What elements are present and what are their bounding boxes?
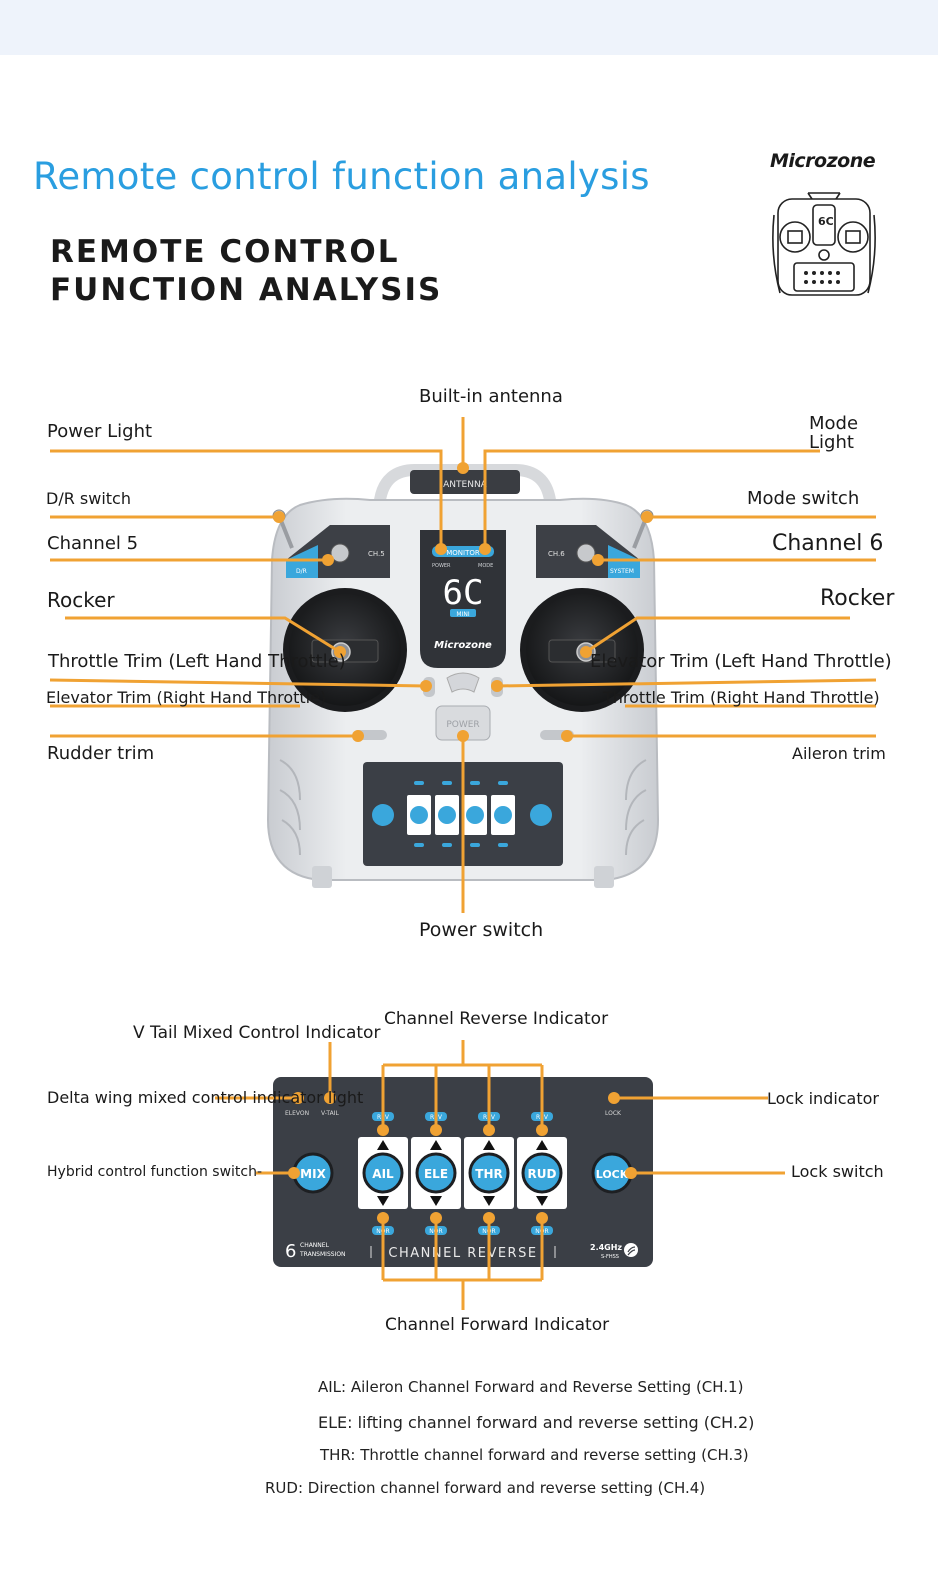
system-label: SYSTEM [610, 568, 634, 575]
fhss-label: S-FHSS [601, 1254, 619, 1260]
display-brand: Microzone [434, 640, 492, 651]
mix-label: MIX [300, 1167, 326, 1181]
transmission-word: TRANSMISSION [299, 1251, 346, 1258]
signal-icon [624, 1243, 638, 1257]
callout-throttle-trim-right: Throttle Trim (Right Hand Throttle) [603, 688, 880, 707]
callout-reverse-indicator: Channel Reverse Indicator [384, 1009, 609, 1029]
ch5-label: CH.5 [368, 550, 385, 558]
rud-button-label: RUD [528, 1167, 557, 1181]
transmitter-thumbnail: 6C [772, 192, 876, 296]
vtail-label: V-TAIL [321, 1110, 339, 1117]
page-title: Remote control function analysis [33, 155, 650, 198]
right-switch-housing: CH.6 SYSTEM [536, 525, 640, 578]
panel-leader-dots [288, 1092, 637, 1224]
callout-power-switch: Power switch [419, 919, 544, 941]
callout-rocker-right: Rocker [820, 586, 895, 611]
model-label: 6C [443, 573, 484, 613]
mode-small-label: MODE [478, 563, 493, 569]
callout-aileron-trim: Aileron trim [792, 744, 886, 763]
callout-throttle-trim-left: Throttle Trim (Left Hand Throttle) [48, 651, 346, 672]
channel-word: CHANNEL [300, 1242, 330, 1249]
svg-text:6C: 6C [818, 215, 834, 228]
top-band [0, 0, 938, 55]
mini-label: MINI [456, 611, 469, 618]
callout-lock-indicator: Lock indicator [767, 1089, 879, 1108]
callout-rocker-left: Rocker [47, 588, 115, 612]
center-display: MONITOR POWER MODE 6C MINI Microzone [420, 530, 506, 668]
page-subtitle: REMOTE CONTROL FUNCTION ANALYSIS [50, 234, 443, 308]
leader-dots [273, 462, 653, 742]
leader-lines [49, 417, 877, 913]
monitor-label: MONITOR [446, 549, 480, 557]
six-label: 6 [285, 1241, 296, 1262]
callout-elevator-trim-right: Elevator Trim (Right Hand Throttle) [46, 688, 327, 707]
callout-forward-indicator: Channel Forward Indicator [385, 1315, 610, 1335]
mix-button: MIX [292, 1152, 334, 1194]
callout-power-light: Power Light [47, 421, 153, 442]
callout-channel5: Channel 5 [47, 533, 139, 554]
power-button-label: POWER [446, 720, 479, 730]
callout-antenna: Built-in antenna [419, 386, 563, 407]
footnote-rud: RUD: Direction channel forward and rever… [265, 1479, 706, 1497]
thr-button-label: THR [475, 1167, 502, 1181]
callout-dr-switch: D/R switch [46, 489, 131, 508]
dr-label: D/R [296, 568, 307, 575]
channel-reverse-label: CHANNEL REVERSE [388, 1246, 537, 1261]
lock-label: LOCK [596, 1168, 629, 1181]
footnote-thr: THR: Throttle channel forward and revers… [320, 1446, 749, 1464]
power-small-label: POWER [432, 563, 451, 569]
panel-leader-lines [215, 1040, 785, 1310]
callout-elevator-trim-left: Elevator Trim (Left Hand Throttle) [590, 651, 892, 672]
callout-hybrid-switch: Hybrid control function switch- [47, 1164, 263, 1180]
antenna-label: ANTENNA [443, 480, 488, 490]
callout-mode-switch: Mode switch [747, 488, 860, 509]
callout-mode-light: Mode Light [809, 413, 859, 453]
footnote-ele: ELE: lifting channel forward and reverse… [318, 1413, 755, 1432]
elevon-label: ELEVON [285, 1110, 309, 1117]
callout-lock-switch: Lock switch [791, 1162, 884, 1181]
ail-button-label: AIL [372, 1167, 394, 1181]
ele-button-label: ELE [424, 1167, 448, 1181]
callout-channel6: Channel 6 [772, 531, 884, 556]
lock-small-label: LOCK [605, 1110, 622, 1117]
lock-button: LOCK [591, 1152, 633, 1194]
ch6-label: CH.6 [548, 550, 565, 558]
callout-vtail-indicator: V Tail Mixed Control Indicator [133, 1023, 381, 1043]
freq-label: 2.4GHz [590, 1243, 622, 1252]
mini-panel [363, 762, 563, 866]
callout-delta-indicator: Delta wing mixed control indicator light [47, 1088, 364, 1107]
brand-logo: Microzone [770, 150, 876, 172]
reverse-panel [273, 1077, 653, 1267]
callout-rudder-trim: Rudder trim [47, 743, 155, 764]
footnote-ail: AIL: Aileron Channel Forward and Reverse… [318, 1378, 744, 1396]
